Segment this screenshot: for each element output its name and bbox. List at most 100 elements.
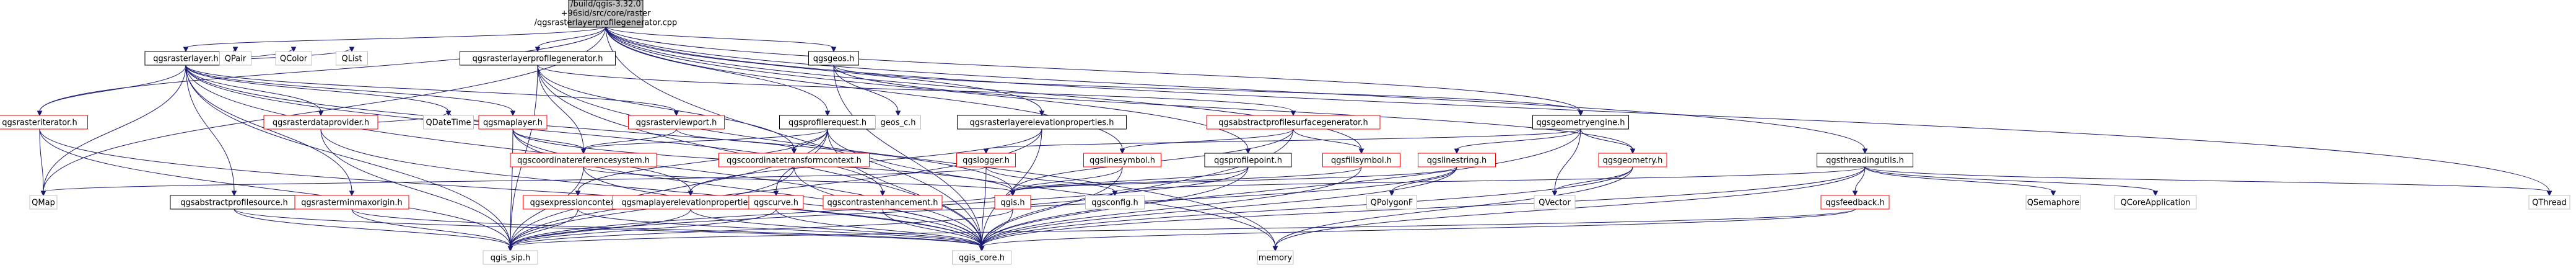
edge-arrowhead [445, 110, 452, 117]
edge-qgsgeometryengine-to-qgslogger [985, 128, 1581, 150]
node-box [748, 195, 804, 210]
node-qgscontrastenhancement[interactable]: qgscontrastenhancement.h [823, 195, 943, 210]
node-qgslinesymbol[interactable]: qgslinesymbol.h [1083, 153, 1161, 168]
edge-arrowhead [1630, 148, 1636, 154]
node-qgis[interactable]: qgis.h [994, 195, 1031, 210]
node-box [1820, 195, 1890, 210]
edge-root-to-qgsthreadingutils [605, 25, 1866, 150]
edge-qgsrasterlayerelevationproperties-to-qgis-core [981, 128, 1042, 248]
node-label: QList [342, 55, 362, 64]
node-QVector[interactable]: QVector [1534, 195, 1576, 210]
edge-qgsabstractprofilesurfacegenerator-to-qgis-core [981, 128, 1294, 248]
node-qgsprofilerequest[interactable]: qgsprofilerequest.h [779, 115, 876, 130]
node-QCoreApplication[interactable]: QCoreApplication [2114, 195, 2197, 210]
node-label: QThread [2532, 199, 2567, 208]
node-qgsrasterdataprovider[interactable]: qgsrasterdataprovider.h [263, 115, 378, 130]
edge-arrowhead [1010, 190, 1016, 197]
node-geos-c[interactable]: geos_c.h [875, 115, 921, 130]
node-qgsconfig[interactable]: qgsconfig.h [1085, 195, 1145, 210]
node-qgscurve[interactable]: qgscurve.h [748, 195, 804, 210]
edge-arrowhead [349, 47, 355, 53]
node-qgsmaplayerelevationproperties[interactable]: qgsmaplayerelevationproperties.h [613, 195, 769, 210]
graph-edges [37, 25, 2552, 252]
edge-qgslinestring-to-qgis [1012, 166, 1457, 192]
node-QSemaphore[interactable]: QSemaphore [2025, 195, 2081, 210]
node-qgsrasterviewport[interactable]: qgsrasterviewport.h [628, 115, 725, 130]
node-qgsabstractprofilesurfacegenerator[interactable]: qgsabstractprofilesurfacegenerator.h [1206, 115, 1381, 130]
node-qgsgeometry[interactable]: qgsgeometry.h [1598, 153, 1667, 168]
node-label: QPair [225, 55, 247, 64]
node-box [294, 195, 409, 210]
node-QMap[interactable]: QMap [29, 195, 58, 210]
node-label: qgsthreadingutils.h [1826, 156, 1904, 166]
node-box [628, 115, 725, 130]
node-qgsprofilepoint[interactable]: qgsprofilepoint.h [1204, 153, 1292, 168]
edge-arrowhead [673, 110, 679, 117]
edge-qgsrasterviewport-to-qgscoordinatereferencesystem [583, 128, 677, 150]
node-qgslogger[interactable]: qgslogger.h [956, 153, 1016, 168]
node-qgsthreadingutils[interactable]: qgsthreadingutils.h [1817, 153, 1913, 168]
edge-qgsthreadingutils-to-QCoreApplication [1864, 166, 2156, 192]
node-qgsgeometryengine[interactable]: qgsgeometryengine.h [1532, 115, 1629, 130]
edge-arrowhead [983, 148, 989, 154]
edge-root-to-qgsfillsymbol [605, 25, 1362, 150]
node-QColor[interactable]: QColor [275, 51, 312, 66]
node-qgsrasterlayer[interactable]: qgsrasterlayer.h [144, 51, 227, 66]
edge-qgsrasterlayer-to-qgsmaplayer [185, 65, 513, 112]
node-qgsfillsymbol[interactable]: qgsfillsymbol.h [1322, 153, 1400, 168]
node-qgis-core[interactable]: qgis_core.h [952, 250, 1011, 265]
node-qgsfeedback[interactable]: qgsfeedback.h [1820, 195, 1890, 210]
edge-arrowhead [1039, 110, 1045, 117]
edge-qgsrasterlayer-to-qgsrasterdataprovider [185, 65, 321, 112]
edge-qgis-to-qgis-sip [510, 208, 1013, 248]
node-QPair[interactable]: QPair [219, 51, 251, 66]
node-qgscoordinatereferencesystem[interactable]: qgscoordinatereferencesystem.h [510, 153, 657, 168]
edge-qgsthreadingutils-to-qgis-core [981, 166, 1866, 248]
edge-qgsthreadingutils-to-qgsfeedback [1854, 166, 1866, 192]
edge-arrowhead [1389, 190, 1395, 197]
root-node[interactable]: /build/qgis-3.32.0 +96sid/src/core/raste… [535, 0, 678, 28]
node-box [1534, 195, 1576, 210]
node-label: QMap [32, 199, 55, 208]
node-box [2025, 195, 2081, 210]
node-QPolygonF[interactable]: QPolygonF [1366, 195, 1417, 210]
node-qgsmaplayer[interactable]: qgsmaplayer.h [478, 115, 548, 130]
edge-qgsthreadingutils-to-qgsconfig [1114, 166, 1866, 192]
node-label: qgsexpressioncontext.h [530, 199, 626, 208]
node-qgsrasterlayerprofilegenerator[interactable]: qgsrasterlayerprofilegenerator.h [460, 51, 616, 66]
node-QThread[interactable]: QThread [2528, 195, 2570, 210]
node-qgsabstractprofilesource[interactable]: qgsabstractprofilesource.h [170, 195, 299, 210]
node-label: qgsrasterdataprovider.h [273, 119, 369, 128]
node-box [263, 115, 378, 130]
node-box [219, 51, 251, 66]
node-memory[interactable]: memory [1257, 250, 1294, 265]
node-qgis-sip[interactable]: qgis_sip.h [482, 250, 538, 265]
edge-qgsfeedback-to-qgis-core [981, 208, 1856, 248]
edge-qgscoordinatereferencesystem-to-qgis [583, 166, 1013, 192]
node-qgsgeos[interactable]: qgsgeos.h [808, 51, 859, 66]
edge-qgsprofilepoint-to-qgis [1012, 166, 1249, 192]
edge-qgsexpressioncontext-to-qgis-sip [510, 208, 579, 248]
node-qgscoordinatetransformcontext[interactable]: qgscoordinatetransformcontext.h [718, 153, 870, 168]
node-label: qgscurve.h [754, 199, 798, 208]
node-QDateTime[interactable]: QDateTime [423, 115, 474, 130]
edge-qgsgeos-to-qgsgeometryengine [833, 65, 1581, 112]
node-box [1206, 115, 1381, 130]
node-box [2114, 195, 2197, 210]
node-qgsrasterminmaxorigin[interactable]: qgsrasterminmaxorigin.h [294, 195, 409, 210]
edge-qgsrasterdataprovider-to-qgis-sip [320, 128, 511, 248]
edge-root-to-qgsgeometryengine [605, 25, 1581, 112]
node-box [1532, 115, 1629, 130]
node-box [1598, 153, 1667, 168]
edge-root-to-qgsgeos [605, 25, 834, 48]
edge-qgscontrastenhancement-to-qgis-core [882, 208, 982, 248]
edge-qgsgeos-to-qgis-core [833, 65, 982, 248]
node-QList[interactable]: QList [336, 51, 368, 66]
edge-qgsrasteriterator-to-QMap [39, 128, 44, 192]
node-qgsrasteriterator[interactable]: qgsrasteriterator.h [0, 115, 88, 130]
node-qgslinestring[interactable]: qgslinestring.h [1418, 153, 1496, 168]
node-qgsrasterlayerelevationproperties[interactable]: qgsrasterlayerelevationproperties.h [957, 115, 1127, 130]
node-box [808, 51, 859, 66]
node-label: QPolygonF [1371, 199, 1413, 208]
node-box [1257, 250, 1294, 265]
